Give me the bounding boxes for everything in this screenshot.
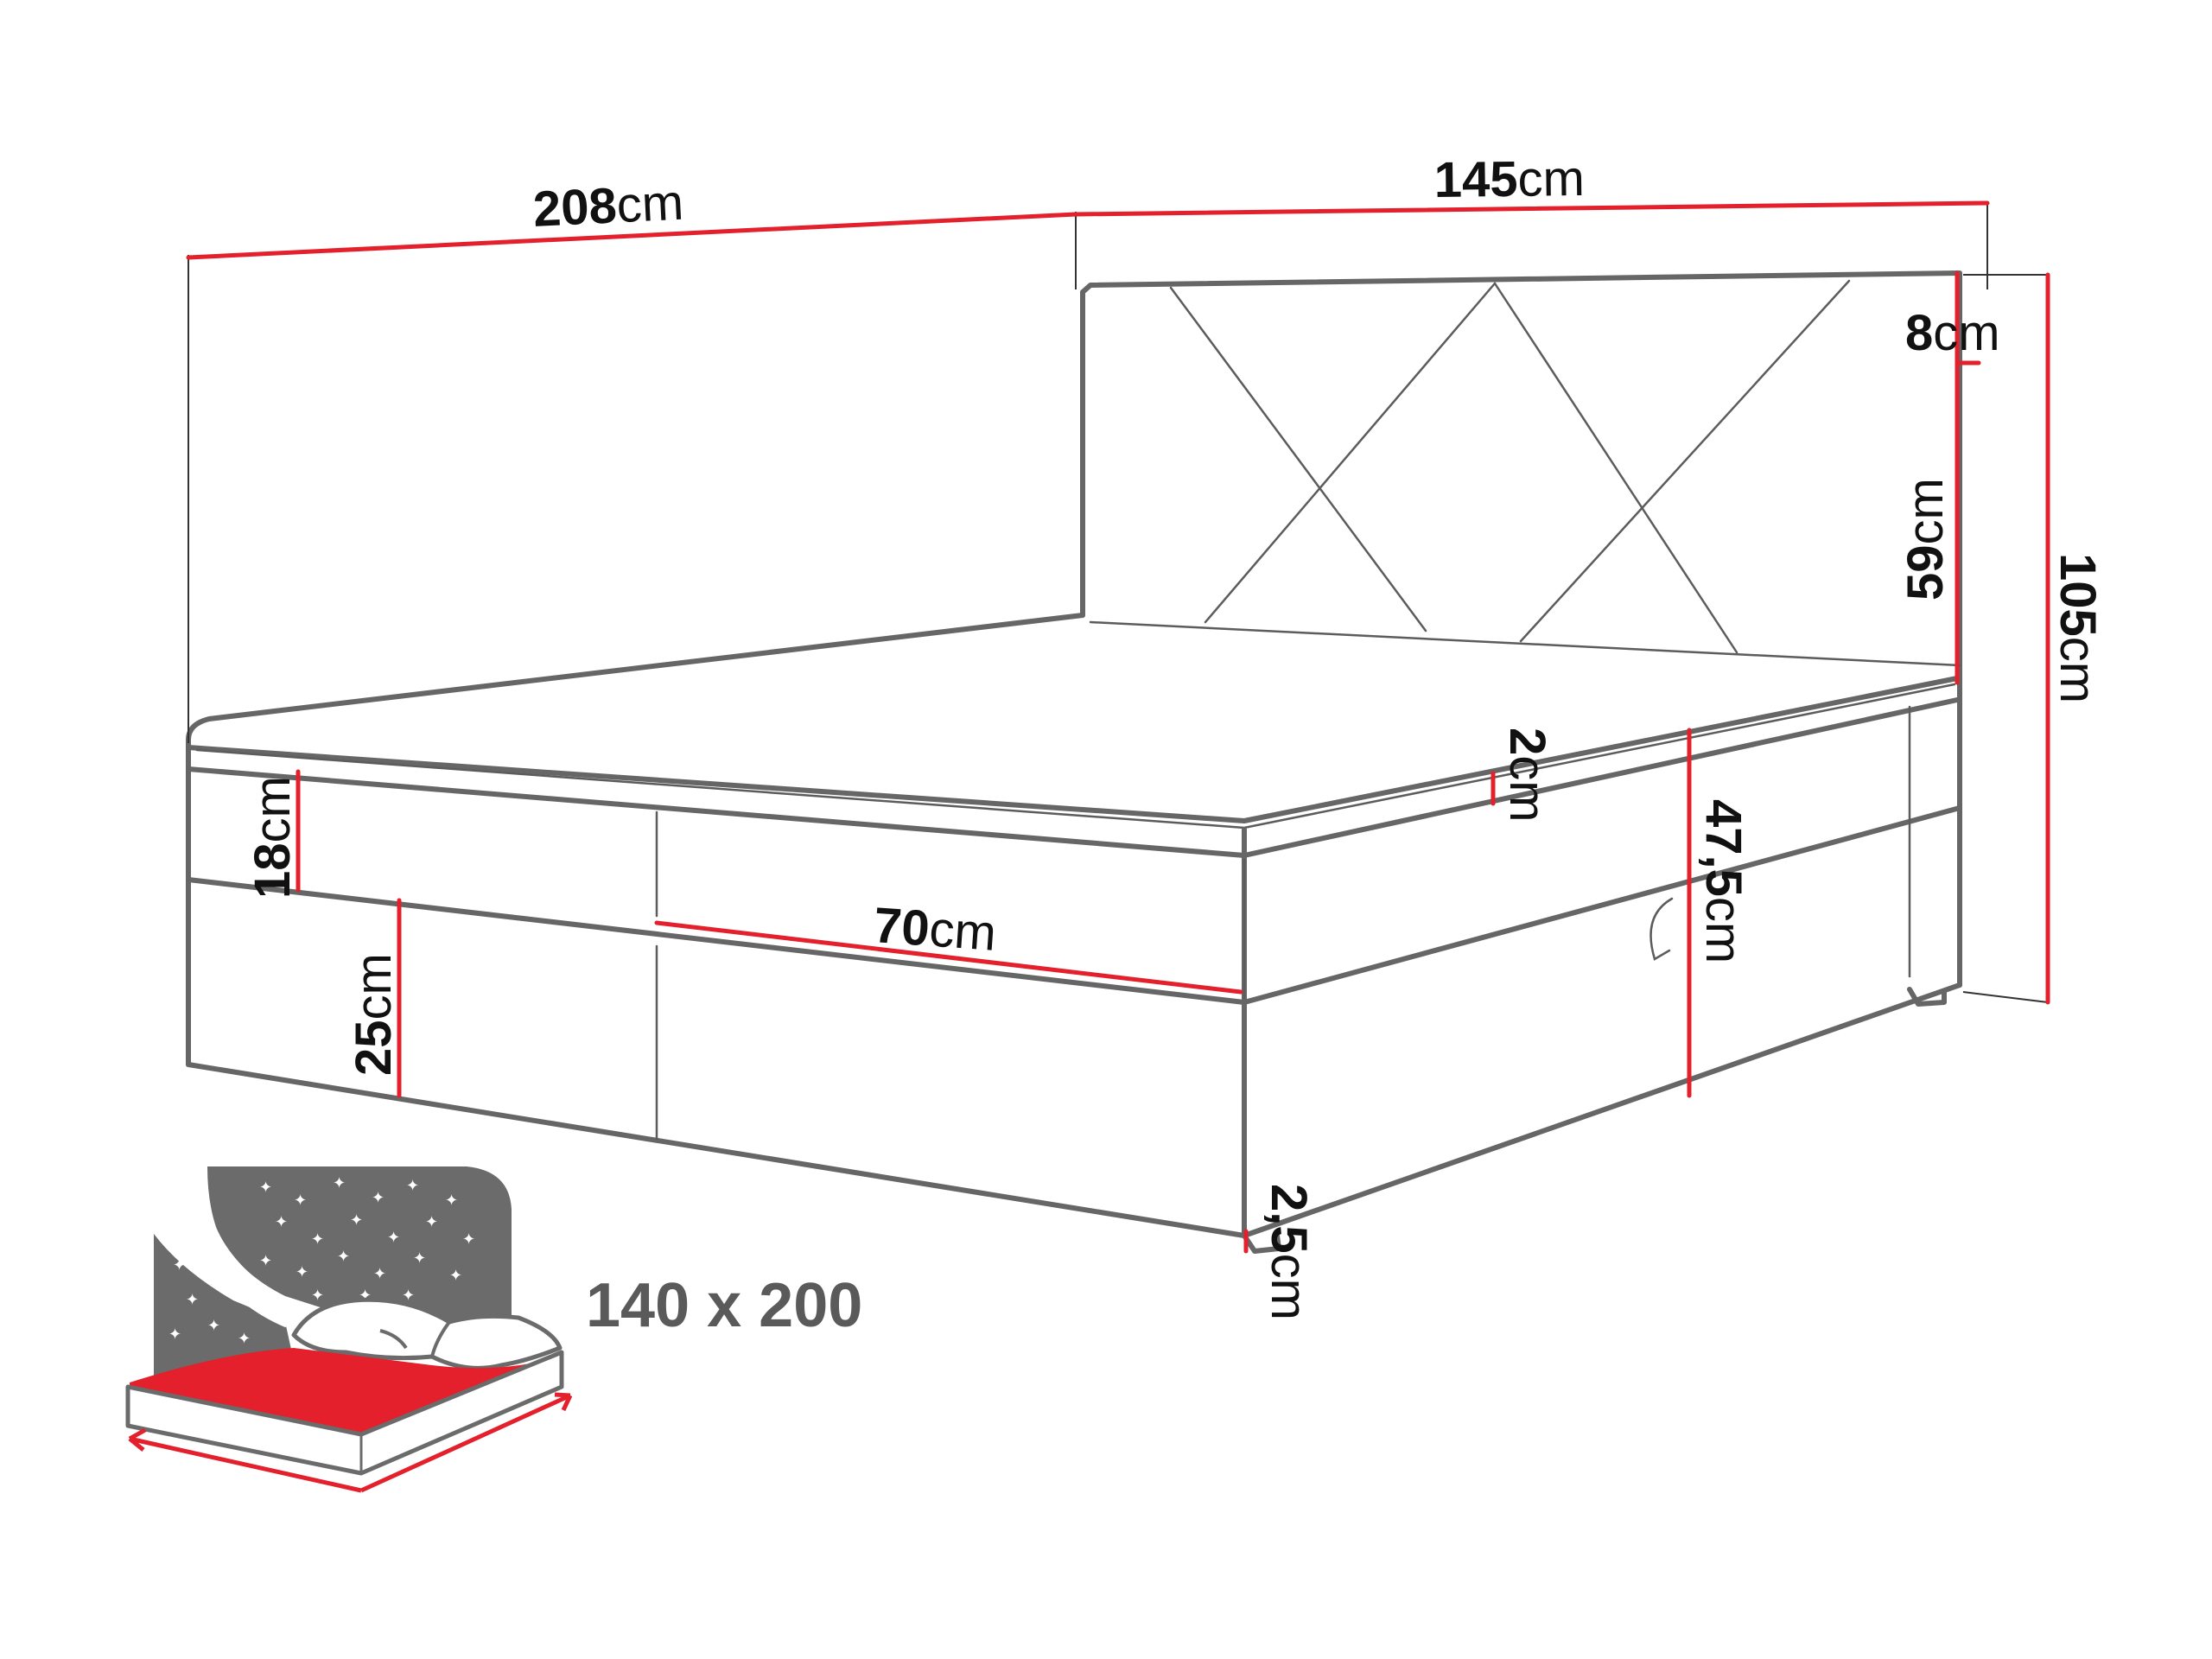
- svg-text:✦: ✦: [337, 1248, 350, 1266]
- pillow-fold: [379, 1320, 451, 1357]
- label-bed-height: 47,5cm: [1695, 799, 1751, 963]
- svg-text:✦: ✦: [238, 1330, 251, 1348]
- label-total-height: 105cm: [2050, 553, 2106, 703]
- svg-text:✦: ✦: [350, 1211, 363, 1230]
- svg-text:✦: ✦: [387, 1229, 400, 1247]
- pillow-icon: [291, 1297, 563, 1370]
- front-leg: [1242, 1233, 1281, 1254]
- svg-text:✦: ✦: [173, 1256, 186, 1274]
- label-drawer-length: 70cm: [872, 897, 998, 962]
- label-headboard-width: 208cm: [531, 175, 684, 238]
- svg-text:✦: ✦: [275, 1213, 288, 1231]
- label-bed-width: 145cm: [1433, 150, 1585, 208]
- headboard-stitching: [1169, 279, 1851, 654]
- svg-text:✦: ✦: [462, 1230, 475, 1249]
- arrow-width: [359, 1392, 573, 1493]
- svg-text:✦: ✦: [186, 1291, 199, 1309]
- svg-text:✦: ✦: [449, 1267, 462, 1285]
- dim-line-70: [654, 920, 1243, 995]
- moon-curve: [199, 1183, 329, 1328]
- label-headboard-panel: 59cm: [1897, 478, 1954, 601]
- topper-edge: [186, 697, 1960, 858]
- extension-lines: [188, 203, 2049, 1003]
- mattress-size-icon: ✦✦✦ ✦✦✦ ✦✦✦ ✦✦✦ ✦✦✦ ✦✦✦ ✦✦✦ ✦✦✦ ✦✦: [125, 1166, 573, 1493]
- svg-text:✦: ✦: [406, 1177, 419, 1195]
- label-leg-height: 2,5cm: [1261, 1184, 1317, 1320]
- storage-handle: [1649, 897, 1674, 961]
- dim-line-145: [1073, 200, 1990, 217]
- mattress-top: [186, 676, 1960, 823]
- night-panel: [207, 1166, 512, 1348]
- svg-text:✦: ✦: [296, 1263, 308, 1281]
- bed-drawing: [186, 270, 1962, 1254]
- back-leg: [1907, 987, 1947, 1007]
- svg-text:✦: ✦: [425, 1213, 438, 1231]
- svg-text:✦: ✦: [372, 1189, 385, 1207]
- label-mattress-height: 18cm: [245, 776, 301, 899]
- arrow-length: [128, 1427, 362, 1493]
- svg-text:✦: ✦: [373, 1265, 386, 1283]
- dimension-lines: [186, 200, 2050, 1254]
- svg-text:✦: ✦: [311, 1287, 324, 1305]
- label-topper: 2cm: [1499, 728, 1555, 823]
- svg-text:✦: ✦: [168, 1325, 181, 1344]
- svg-text:✦: ✦: [259, 1179, 272, 1197]
- headboard-left-edge: [186, 613, 1085, 763]
- dim-line-208: [186, 212, 1078, 260]
- dim-line-8: [1955, 270, 1981, 365]
- label-base-height: 25cm: [346, 953, 402, 1076]
- svg-text:✦: ✦: [445, 1192, 458, 1210]
- dimension-labels: 208cm 145cm 8cm 59cm 105cm 2cm 18cm 25cm…: [245, 150, 2106, 1320]
- svg-text:✦: ✦: [294, 1192, 307, 1210]
- svg-text:✦: ✦: [311, 1230, 324, 1249]
- svg-text:✦: ✦: [402, 1287, 415, 1305]
- label-headboard-top: 8cm: [1905, 305, 2000, 361]
- svg-text:✦: ✦: [413, 1249, 426, 1268]
- svg-text:✦: ✦: [259, 1252, 272, 1270]
- svg-text:✦: ✦: [207, 1317, 220, 1335]
- headboard-inner-line: [1089, 620, 1961, 667]
- star-icon: ✦✦✦ ✦✦✦ ✦✦✦ ✦✦✦ ✦✦✦ ✦✦✦ ✦✦✦ ✦✦✦ ✦✦: [168, 1174, 475, 1348]
- headboard-outline: [1080, 270, 1962, 685]
- mattress-size-label: 140 x 200: [586, 1271, 862, 1340]
- mattress-top-red: [130, 1348, 560, 1439]
- svg-text:✦: ✦: [333, 1174, 346, 1192]
